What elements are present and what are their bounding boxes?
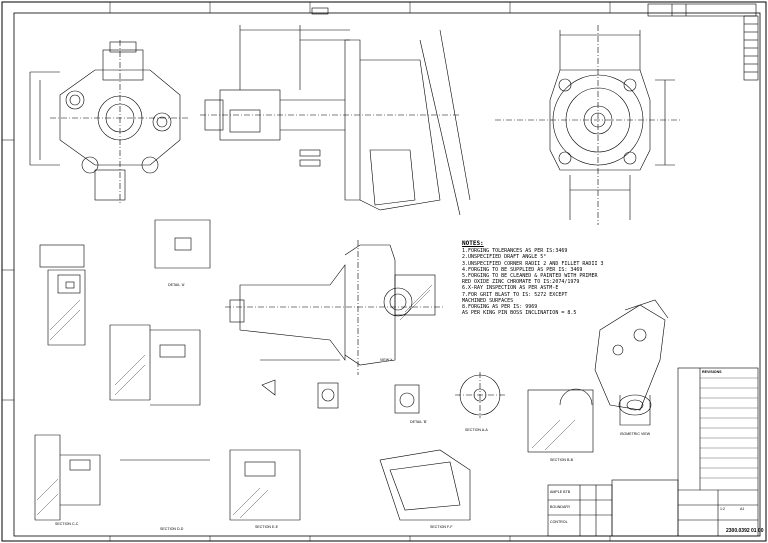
note-line: 7.FOR GRIT BLAST TO IS: 5272 EXCEPT (462, 291, 568, 298)
note-line: 5.FORGING TO BE CLEANED & PAINTED WITH P… (462, 273, 598, 280)
note-line: 4.FORGING TO BE SUPPLIED AS PER IS: 3469 (462, 266, 583, 273)
note-line: RED OXIDE ZINC CHROMATE TO IS:2074/1979 (462, 279, 580, 286)
revision-heading: REVISIONS (702, 370, 722, 374)
title-block (547, 367, 759, 537)
zone-ticks (2, 2, 611, 541)
small-sections (261, 372, 594, 453)
section-cc-caption: SECTION C-C (55, 522, 79, 526)
material-row: CONTROL (550, 520, 568, 524)
side-view (200, 7, 471, 216)
note-line: 3.UNSPECIFIED CORNER RADII 2 AND FILLET … (462, 260, 604, 267)
scale-value: 1:2 (720, 507, 725, 511)
section-aa-caption: SECTION A-A (465, 428, 488, 432)
drawing-number: 2300.0392 01 00 (726, 528, 764, 534)
flange-view (495, 25, 680, 225)
section-dd-caption: SECTION D-D (160, 527, 184, 531)
drawing-notes: NOTES: 1.FORGING TOLERANCES AS PER IS:34… (462, 240, 612, 317)
note-line: MACHINED SURFACES (462, 297, 514, 304)
note-line: 2.UNSPECIFIED DRAFT ANGLE 5° (462, 254, 547, 261)
isometric-view (594, 299, 669, 426)
inner-border (13, 12, 761, 537)
hatching (36, 284, 576, 519)
detail-b-caption: DETAIL 'B' (410, 420, 427, 424)
material-row: AMPLE BTB (550, 490, 571, 494)
detail-a-view (39, 219, 211, 406)
front-view (29, 40, 190, 205)
section-ee-caption: SECTION E-E (255, 525, 278, 529)
section-ff-caption: SECTION F-F (430, 525, 453, 529)
note-line: AS PER KING PIN BOSS INCLINATION = 8.5 (462, 310, 577, 317)
bottom-sections (34, 434, 471, 521)
revision-table (647, 3, 759, 81)
note-line: 8.FORGING AS PER IS: 9969 (462, 304, 538, 311)
note-line: 1.FORGING TOLERANCES AS PER IS:3469 (462, 248, 568, 255)
section-bb-caption: SECTION B-B (550, 458, 573, 462)
material-row: BOUNDARY (550, 505, 571, 509)
detail-a-caption: DETAIL 'A' (168, 283, 185, 287)
section-view-main (225, 240, 445, 375)
notes-heading: NOTES: (462, 240, 484, 247)
sheet-size: A1 (740, 507, 745, 511)
view-x-caption: VIEW X (380, 358, 393, 362)
note-line: 6.X-RAY INSPECTION AS PER ASTM-E (462, 285, 559, 292)
iso-caption: ISOMETRIC VIEW (620, 432, 651, 436)
